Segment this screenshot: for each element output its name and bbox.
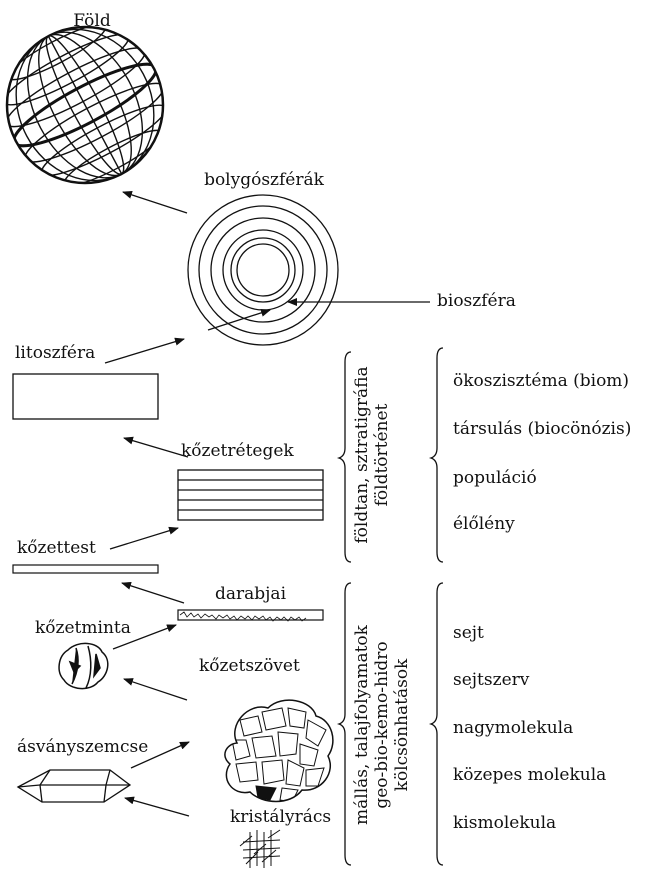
arrow-fragments-to-body (121, 581, 185, 604)
bio-level-macromolecule: nagymolekula (453, 718, 573, 738)
arrow-litho-to-spheres (104, 337, 185, 364)
label-kristalyracs: kristályrács (230, 807, 331, 827)
label-asvanyszemcse: ásványszemcse (17, 737, 148, 757)
globe-icon (5, 25, 165, 185)
label-darabjai: darabjai (215, 584, 287, 604)
arrow-layers-to-litho (123, 436, 189, 458)
biology-levels-upper: ökoszisztéma (biom) társulás (biocönózis… (453, 371, 631, 534)
brace-upper-left (336, 351, 352, 563)
mineral-grain-icon (16, 769, 132, 803)
label-bioszfera: bioszféra (437, 291, 516, 311)
bio-level-organelle: sejtszerv (453, 670, 530, 690)
vertical-lower-line-3: kölcsönhatások (392, 658, 412, 791)
arrow-body-to-layers (109, 526, 179, 550)
brace-lower-right (428, 582, 444, 866)
label-kozettest: kőzettest (17, 538, 96, 558)
brace-upper-right (428, 347, 444, 563)
rock-texture-icon (224, 699, 334, 803)
label-kozetminta: kőzetminta (35, 618, 131, 638)
arrow-inner-sphere (207, 308, 271, 331)
biology-levels-lower: sejt sejtszerv nagymolekula közepes mole… (453, 623, 606, 833)
fragments-strip (177, 609, 324, 622)
label-litoszfera: litoszféra (15, 343, 95, 363)
vertical-label-lower: mállás, talajfolyamatok geo-bio-kemo-hid… (352, 624, 412, 825)
crystal-lattice-icon (239, 829, 281, 868)
arrow-texture-to-sample (123, 678, 188, 701)
bio-level-medium-molecule: közepes molekula (453, 765, 606, 785)
bio-level-cell: sejt (453, 623, 484, 643)
vertical-upper-line-2: földtörténet (372, 403, 392, 506)
bio-level-organism: élőlény (453, 514, 515, 534)
arrow-grain-to-texture (130, 741, 190, 769)
rock-layers-icon (177, 469, 324, 521)
vertical-lower-line-2: geo-bio-kemo-hidro (372, 641, 392, 808)
bio-level-population: populáció (453, 468, 537, 488)
arrow-sample-to-fragments (112, 624, 177, 650)
bio-level-ecosystem: ökoszisztéma (biom) (453, 371, 629, 391)
rock-body-bar (12, 564, 159, 574)
vertical-lower-line-1: mállás, talajfolyamatok (352, 624, 372, 825)
bio-level-community: társulás (biocönózis) (453, 419, 631, 439)
vertical-upper-line-1: földtan, sztratigráfia (352, 366, 372, 543)
arrows (104, 191, 430, 817)
arrow-lattice-to-grain (124, 796, 190, 817)
bio-level-small-molecule: kismolekula (453, 813, 556, 833)
label-kozetszovet: kőzetszövet (199, 656, 300, 676)
rock-sample-icon (58, 642, 109, 690)
label-bolygoszferak: bolygószférák (204, 170, 325, 190)
arrow-spheres-to-earth (122, 191, 188, 214)
brace-lower-left (336, 582, 352, 866)
planet-spheres-icon (187, 194, 339, 346)
vertical-label-upper: földtan, sztratigráfia földtörténet (352, 366, 392, 543)
label-kozetretegek: kőzetrétegek (181, 441, 294, 461)
lithosphere-block (12, 373, 159, 420)
